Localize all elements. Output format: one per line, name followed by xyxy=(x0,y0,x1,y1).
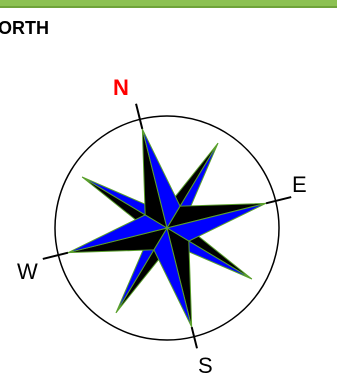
west-label: W xyxy=(17,259,38,284)
west-pointer-line xyxy=(43,253,68,259)
south-label: S xyxy=(198,353,213,378)
cardinal-star-points xyxy=(43,104,290,351)
east-pointer-line xyxy=(266,197,291,203)
compass-group xyxy=(12,73,321,379)
east-label: E xyxy=(292,172,307,197)
north-pointer-line xyxy=(136,104,142,129)
north-label: N xyxy=(113,75,129,100)
